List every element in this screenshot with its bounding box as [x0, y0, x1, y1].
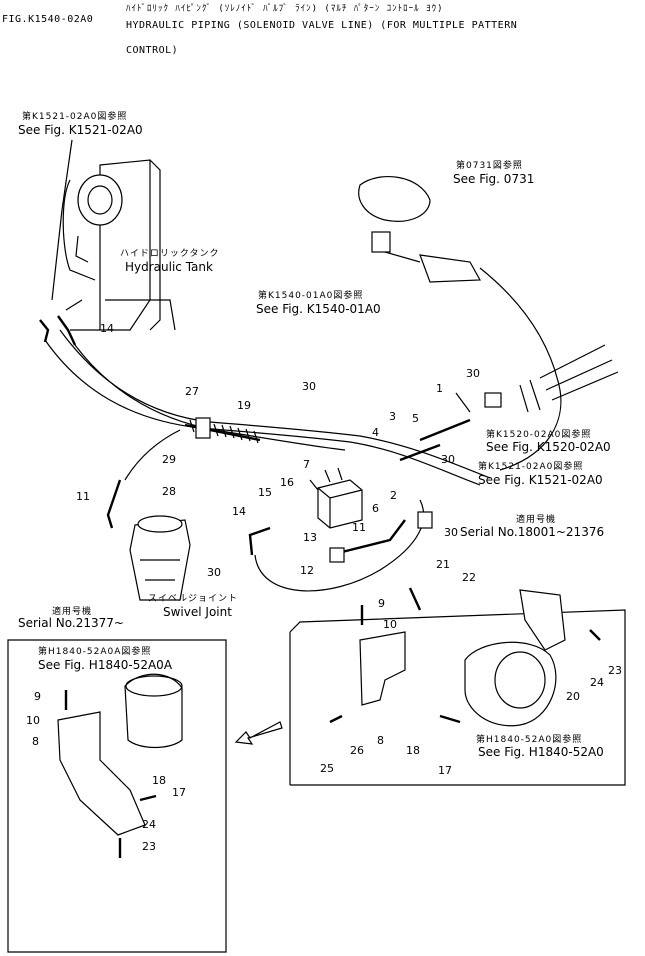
callout-11: 11	[76, 490, 90, 503]
callout-30: 30	[302, 380, 316, 393]
solenoid-valve-drawing	[309, 467, 363, 529]
serial-left-jp: 適用号機	[52, 607, 93, 617]
swivel-joint-drawing	[129, 515, 191, 601]
callout-9: 9	[378, 597, 385, 610]
callout-3: 3	[389, 410, 396, 423]
ref-h1840-right-jp: 第H1840-52A0図参照	[476, 735, 583, 745]
callout-14: 14	[232, 505, 246, 518]
callout-6: 6	[372, 502, 379, 515]
swivel-joint-en: Swivel Joint	[163, 605, 232, 619]
callout-17: 17	[172, 786, 186, 799]
serial-left-en: Serial No.21377~	[18, 616, 124, 630]
callout-4: 4	[372, 426, 379, 439]
callout-29: 29	[162, 453, 176, 466]
ref-k1540-en: See Fig. K1540-01A0	[256, 302, 381, 316]
callout-18: 18	[406, 744, 420, 757]
ref-k1520-en: See Fig. K1520-02A0	[486, 440, 611, 454]
callout-10: 10	[26, 714, 40, 727]
callout-10: 10	[383, 618, 397, 631]
ref-k1521-mid-en: See Fig. K1521-02A0	[478, 473, 603, 487]
callout-12: 12	[300, 564, 314, 577]
ref-k1540-jp: 第K1540-01A0図参照	[258, 291, 364, 301]
callout-25: 25	[320, 762, 334, 775]
callout-21: 21	[436, 558, 450, 571]
callout-30: 30	[466, 367, 480, 380]
ref-k1520-jp: 第K1520-02A0図参照	[486, 430, 592, 440]
ref-0731-en: See Fig. 0731	[453, 172, 535, 186]
callout-20: 20	[566, 690, 580, 703]
callout-23: 23	[142, 840, 156, 853]
callout-23: 23	[608, 664, 622, 677]
ref-k1521-mid-jp: 第K1521-02A0図参照	[478, 462, 584, 472]
title-line-1: HYDRAULIC PIPING (SOLENOID VALVE LINE) (…	[126, 20, 518, 31]
callout-5: 5	[412, 412, 419, 425]
serial-right-jp: 適用号機	[516, 515, 557, 525]
callout-15: 15	[258, 486, 272, 499]
callout-11: 11	[352, 521, 366, 534]
callout-18: 18	[152, 774, 166, 787]
ref-h1840a-en: See Fig. H1840-52A0A	[38, 658, 173, 672]
hydraulic-tank-jp: ハイドロリックタンク	[120, 249, 220, 259]
ref-h1840a-jp: 第H1840-52A0A図参照	[38, 647, 152, 657]
ref-0731-jp: 第0731図参照	[456, 161, 523, 171]
hydraulic-tank-en: Hydraulic Tank	[125, 260, 213, 274]
callout-14: 14	[100, 322, 114, 335]
title-kana: ﾊｲﾄﾞﾛﾘｯｸ ﾊｲﾋﾟﾝｸﾞ (ｿﾚﾉｲﾄﾞ ﾊﾞﾙﾌﾞ ﾗｲﾝ) (ﾏﾙﾁ…	[126, 4, 444, 14]
ref-k1521-top-en: See Fig. K1521-02A0	[18, 123, 143, 137]
callout-27: 27	[185, 385, 199, 398]
callout-30: 30	[441, 453, 455, 466]
callout-7: 7	[303, 458, 310, 471]
callout-9: 9	[34, 690, 41, 703]
callout-28: 28	[162, 485, 176, 498]
title-line-2: CONTROL)	[126, 45, 179, 56]
swivel-joint-jp: スイベルジョイント	[148, 594, 239, 604]
callout-22: 22	[462, 571, 476, 584]
callout-2: 2	[390, 489, 397, 502]
figure-id: FIG.K1540-02A0	[2, 14, 94, 25]
hydraulic-tank-drawing	[62, 159, 176, 331]
ref-h1840-right-en: See Fig. H1840-52A0	[478, 745, 604, 759]
callout-16: 16	[280, 476, 294, 489]
callout-13: 13	[303, 531, 317, 544]
callout-1: 1	[436, 382, 443, 395]
callout-8: 8	[377, 734, 384, 747]
pump-assembly-drawing	[358, 176, 619, 471]
callout-30: 30	[444, 526, 458, 539]
callout-19: 19	[237, 399, 251, 412]
callout-24: 24	[142, 818, 156, 831]
serial-right-en: Serial No.18001~21376	[460, 525, 605, 539]
callout-17: 17	[438, 764, 452, 777]
callout-24: 24	[590, 676, 604, 689]
callout-8: 8	[32, 735, 39, 748]
ref-k1521-top-jp: 第K1521-02A0図参照	[22, 112, 128, 122]
callout-26: 26	[350, 744, 364, 757]
callout-30: 30	[207, 566, 221, 579]
